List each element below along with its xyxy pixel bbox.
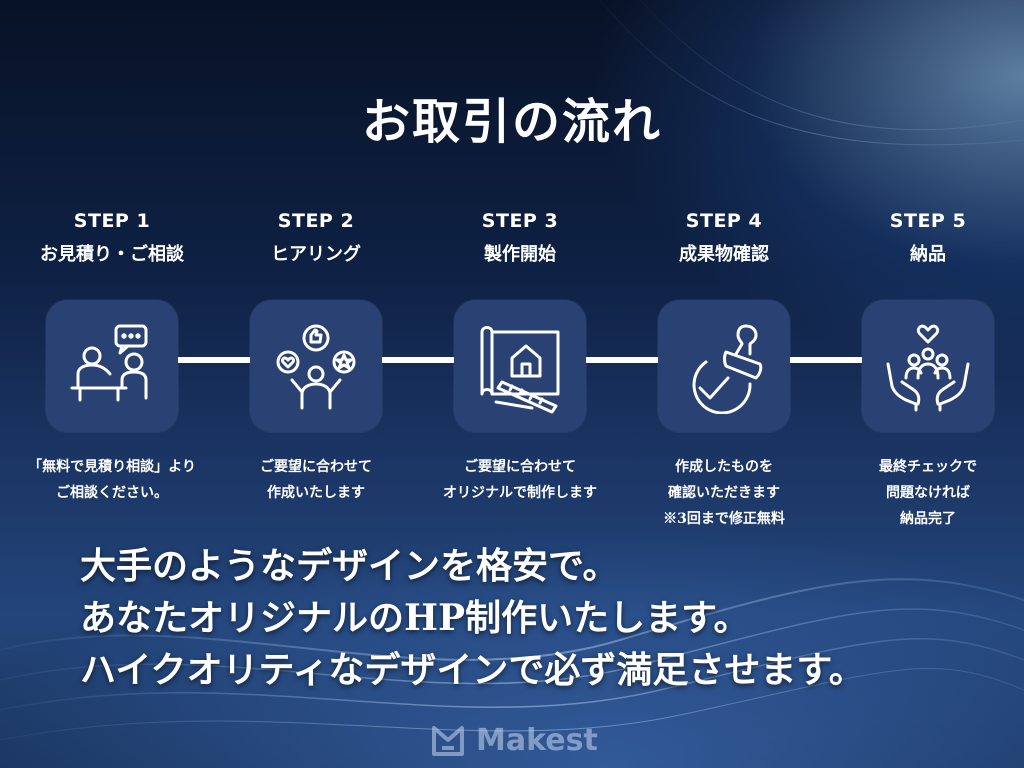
tagline-line-2: あなたオリジナルのHP制作いたします。 bbox=[80, 597, 750, 639]
step-1: STEP 1 お見積り・ご相談 「無料で見積り相談」より ご相談ください。 bbox=[12, 210, 212, 506]
step-name: お見積り・ご相談 bbox=[40, 244, 184, 265]
page-title: お取引の流れ bbox=[361, 94, 662, 150]
consultation-icon bbox=[70, 324, 148, 402]
step-label: STEP 1 bbox=[73, 210, 151, 232]
approval-stamp-icon bbox=[692, 324, 763, 414]
step-2: STEP 2 ヒアリング ご要望に合わせて 作成いたします bbox=[216, 210, 416, 506]
step-description: 最終チェックで 問題なければ 納品完了 bbox=[879, 459, 977, 527]
step-icon-box bbox=[250, 300, 382, 432]
tagline-line-1: 大手のようなデザインを格安で。 bbox=[80, 545, 619, 587]
step-3: STEP 3 製作開始 ご要望に合わせて オリジナルで制作します bbox=[420, 210, 620, 506]
step-icon-box bbox=[862, 300, 994, 432]
step-name: 納品 bbox=[910, 244, 946, 265]
step-icon-box bbox=[46, 300, 178, 432]
step-name: ヒアリング bbox=[271, 244, 361, 265]
makest-logo-icon bbox=[432, 726, 464, 756]
tagline: 大手のようなデザインを格安で。 あなたオリジナルのHP制作いたします。 ハイクオ… bbox=[80, 540, 1020, 696]
step-label: STEP 4 bbox=[685, 210, 763, 232]
tagline-line-3: ハイクオリティなデザインで必ず満足させます。 bbox=[80, 649, 865, 691]
step-name: 製作開始 bbox=[484, 244, 556, 265]
step-label: STEP 5 bbox=[889, 210, 967, 232]
step-label: STEP 2 bbox=[277, 210, 355, 232]
brand-watermark: Makest bbox=[430, 720, 598, 760]
step-icon-box bbox=[658, 300, 790, 432]
steps-flow: STEP 1 お見積り・ご相談 「無料で見積り相談」より ご相談ください。 ST… bbox=[0, 210, 1024, 530]
step-description: 作成したものを 確認いただきます ※3回まで修正無料 bbox=[663, 459, 785, 527]
blueprint-icon bbox=[480, 326, 560, 414]
hearing-icon bbox=[276, 324, 356, 410]
step-description: ご要望に合わせて 作成いたします bbox=[260, 459, 372, 501]
delivery-hands-icon bbox=[886, 324, 970, 412]
brand-name: Makest bbox=[476, 722, 598, 758]
step-icon-box bbox=[454, 300, 586, 432]
step-5: STEP 5 納品 最終チェックで 問題なければ 納品完了 bbox=[828, 210, 1024, 532]
step-description: ご要望に合わせて オリジナルで制作します bbox=[443, 459, 597, 501]
step-label: STEP 3 bbox=[481, 210, 559, 232]
step-4: STEP 4 成果物確認 作成したものを 確認いただきます ※3回まで修正無料 bbox=[624, 210, 824, 532]
step-description: 「無料で見積り相談」より ご相談ください。 bbox=[28, 459, 196, 501]
step-name: 成果物確認 bbox=[679, 244, 769, 265]
